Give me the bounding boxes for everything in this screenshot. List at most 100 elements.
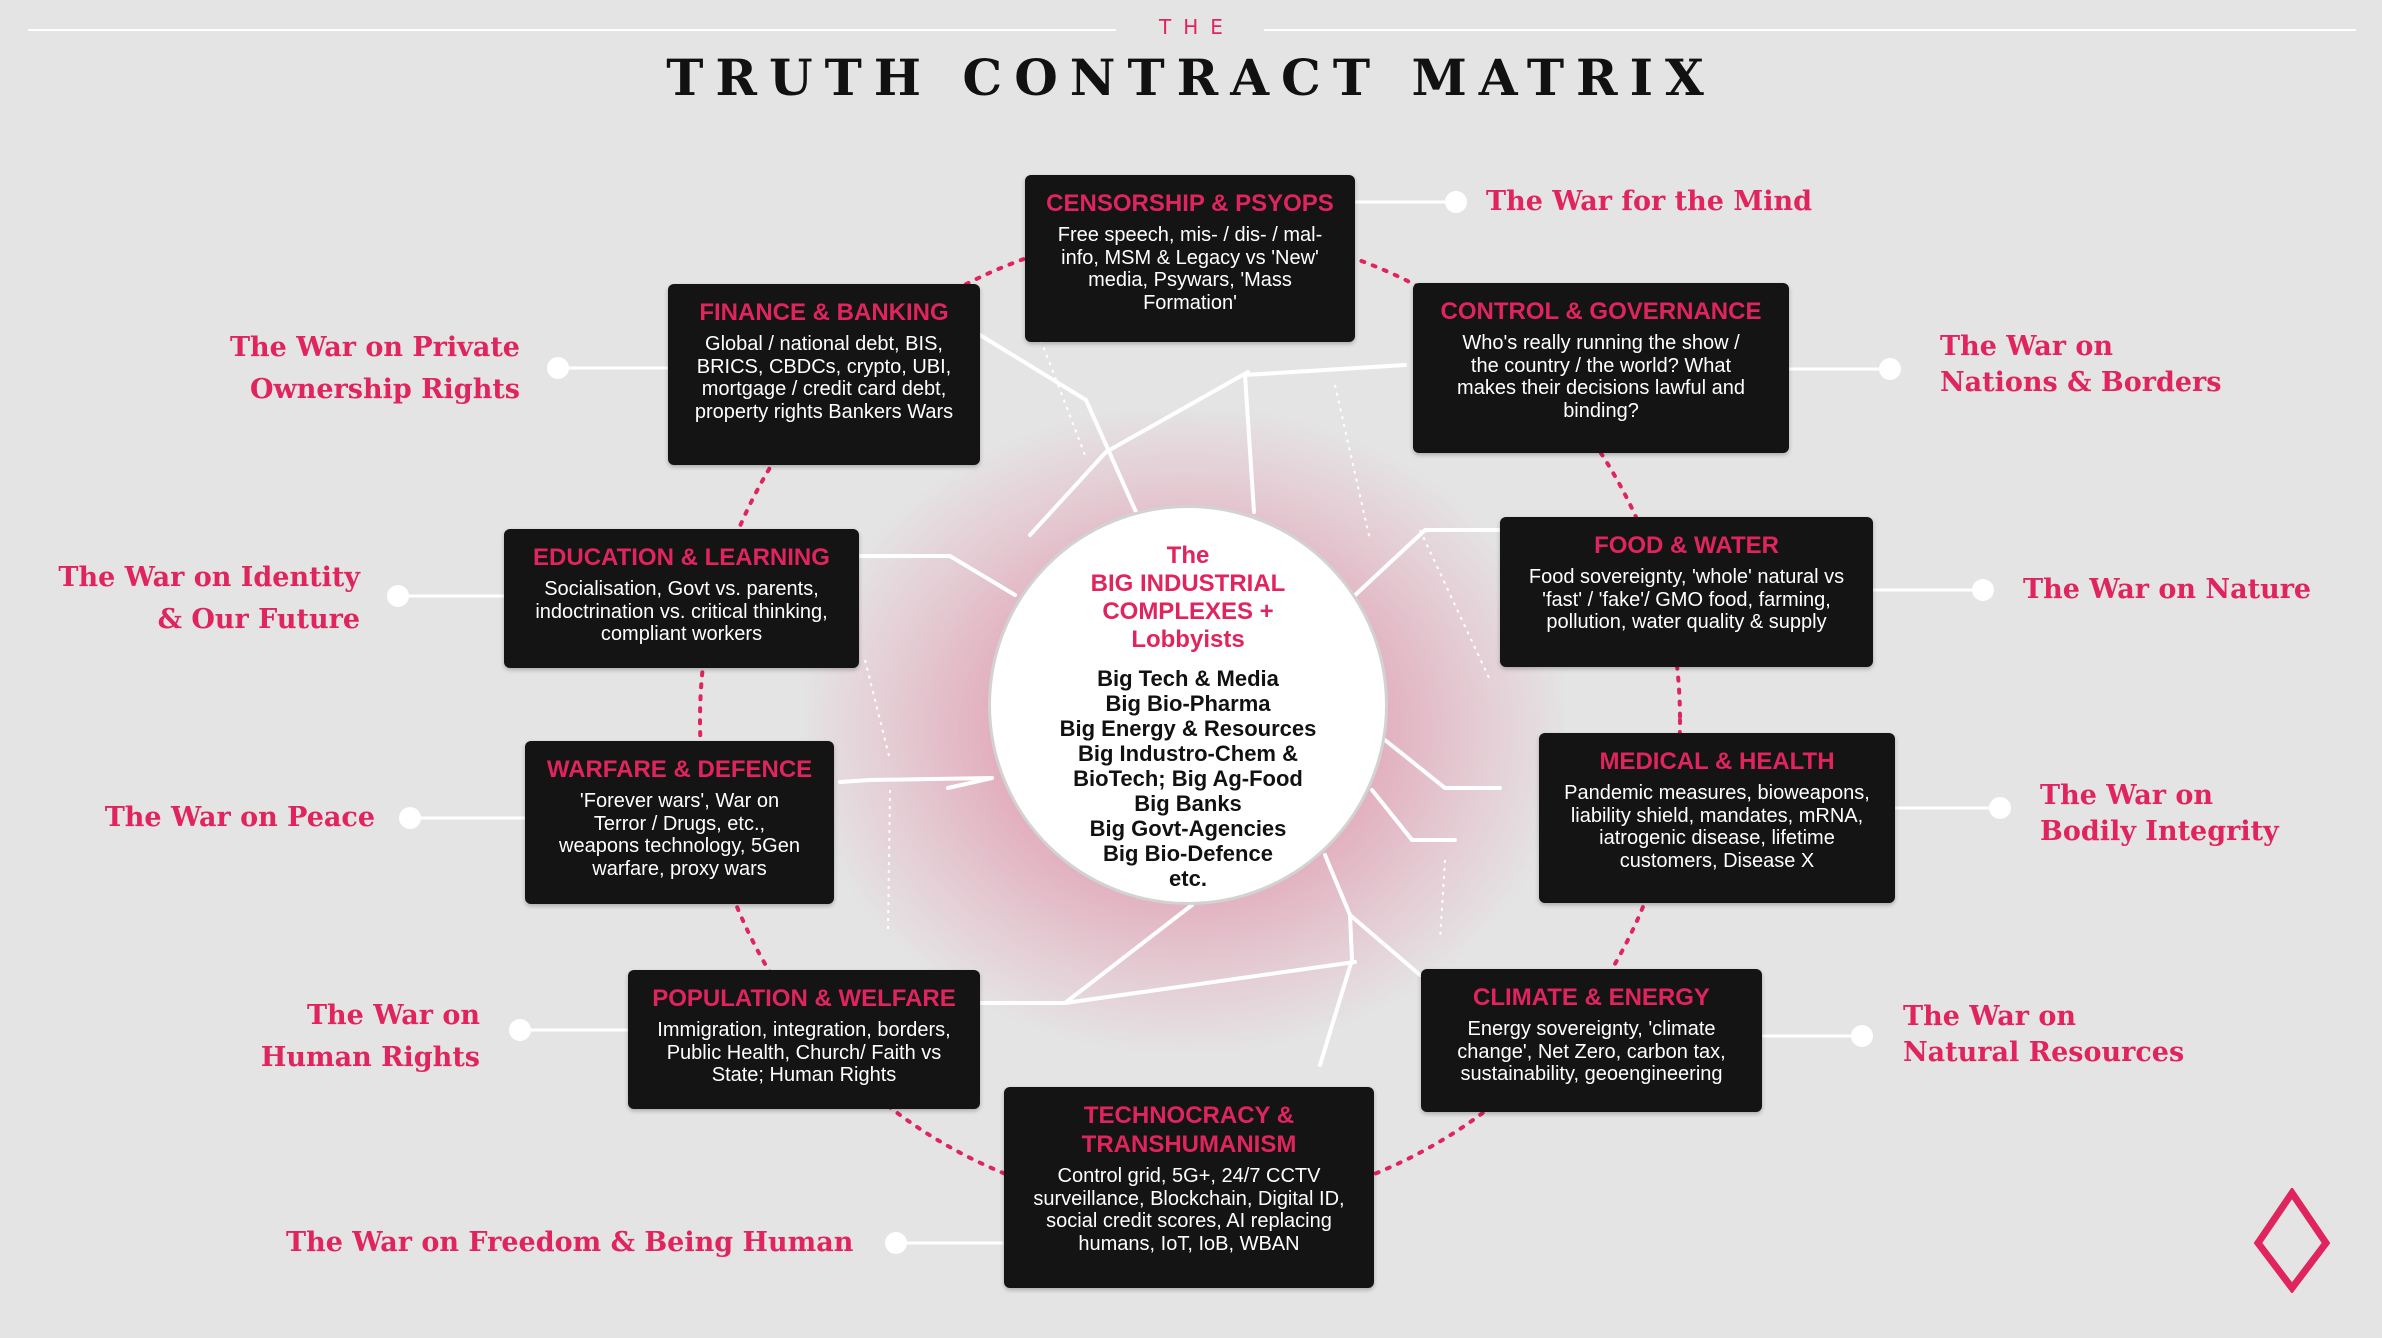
war-label-line: The War on Peace [104, 802, 375, 833]
war-label-line: The War for the Mind [1486, 186, 1812, 217]
hub-item: etc. [1169, 866, 1207, 891]
hub-item: Big Bio-Defence [1103, 841, 1273, 866]
war-label-line: The War on [306, 1000, 480, 1031]
connector-dot [1972, 579, 1994, 601]
topic-description: Control grid, 5G+, 24/7 CCTV surveillanc… [1033, 1165, 1345, 1255]
hub-item: Big Bio-Pharma [1105, 691, 1271, 716]
hub-list: Big Tech & Media Big Bio-Pharma Big Ener… [991, 666, 1385, 891]
topic-description: Socialisation, Govt vs. parents, indoctr… [535, 578, 828, 645]
war-label-nature: The War on Nature [2023, 570, 2311, 610]
web-line [978, 333, 1138, 514]
war-label-resources: The War on Natural Resources [1903, 999, 2184, 1071]
topic-description: Who's really running the show / the coun… [1457, 332, 1745, 422]
war-label-line: Ownership Rights [249, 374, 520, 405]
topic-box-climate: CLIMATE & ENERGY Energy sovereignty, 'cl… [1421, 969, 1762, 1112]
connector-dot [509, 1019, 531, 1041]
web-line [1383, 738, 1502, 790]
header-rule-right [1264, 29, 2356, 31]
topic-title: POPULATION & WELFARE [652, 985, 956, 1012]
war-label-bodily: The War on Bodily Integrity [2040, 778, 2279, 850]
war-label-freedom: The War on Freedom & Being Human [286, 1223, 854, 1263]
web-line [1370, 788, 1457, 842]
web-line [1028, 370, 1250, 537]
topic-title: EDUCATION & LEARNING [533, 544, 830, 571]
war-label-line: & Our Future [157, 604, 360, 635]
connector-dot [1851, 1025, 1873, 1047]
hub-item: Big Industro-Chem & [1078, 741, 1298, 766]
hub-item: BioTech; Big Ag-Food [1073, 766, 1303, 791]
topic-description: Pandemic measures, bioweapons, liability… [1564, 782, 1870, 872]
connector-dot [885, 1232, 907, 1254]
web-line [946, 776, 994, 790]
topic-box-warfare: WARFARE & DEFENCE 'Forever wars', War on… [525, 741, 834, 904]
topic-description: Food sovereignty, 'whole' natural vs 'fa… [1528, 566, 1845, 633]
war-label-line: Natural Resources [1903, 1037, 2185, 1068]
hub-title-line: The [1166, 542, 1210, 569]
topic-description: Energy sovereignty, 'climate change', Ne… [1457, 1018, 1726, 1085]
war-label-line: The War on Nature [2023, 574, 2312, 605]
web-line [858, 554, 1017, 597]
diamond-logo-icon [2253, 1188, 2331, 1293]
topic-description: 'Forever wars', War on Terror / Drugs, e… [559, 790, 800, 880]
war-label-line: The War on Freedom & Being Human [286, 1227, 854, 1258]
topic-description: Global / national debt, BIS, BRICS, CBDC… [694, 333, 954, 423]
war-label-identity: The War on Identity & Our Future [40, 557, 360, 641]
topic-title: FOOD & WATER [1594, 532, 1779, 559]
topic-box-population: POPULATION & WELFARE Immigration, integr… [628, 970, 980, 1109]
web-line [1318, 853, 1355, 1067]
connector-dot [399, 807, 421, 829]
topic-title: CONTROL & GOVERNANCE [1440, 298, 1762, 325]
topic-title: WARFARE & DEFENCE [546, 756, 813, 783]
topic-box-finance: FINANCE & BANKING Global / national debt… [668, 284, 980, 465]
topic-title: TECHNOCRACY & TRANSHUMANISM [1081, 1102, 1297, 1158]
hub-title-line: COMPLEXES + [1102, 598, 1274, 625]
hub-title-line: BIG INDUSTRIAL [1090, 570, 1286, 597]
war-label-nations: The War on Nations & Borders [1940, 329, 2221, 401]
connector-dot [547, 357, 569, 379]
hub-item: Big Tech & Media [1097, 666, 1279, 691]
topic-title: MEDICAL & HEALTH [1599, 748, 1835, 775]
web-line [1242, 363, 1407, 514]
topic-box-technocracy: TECHNOCRACY & TRANSHUMANISM Control grid… [1004, 1087, 1374, 1288]
web-line [838, 776, 994, 784]
hub-title-line: Lobbyists [1131, 626, 1245, 653]
header-rule-left [28, 29, 1116, 31]
topic-box-medical: MEDICAL & HEALTH Pandemic measures, biow… [1539, 733, 1895, 903]
topic-description: Free speech, mis- / dis- / mal-info, MSM… [1057, 224, 1323, 314]
web-line [1350, 528, 1502, 600]
hub-item: Big Govt-Agencies [1089, 816, 1287, 841]
hub-item: Big Banks [1134, 791, 1242, 816]
war-label-ownership: The War on Private Ownership Rights [180, 327, 520, 411]
connector-dot [1989, 797, 2011, 819]
war-label-line: Nations & Borders [1940, 367, 2222, 398]
header-kicker: THE [1159, 15, 1235, 39]
topic-title: CLIMATE & ENERGY [1473, 984, 1710, 1011]
hub-item: Big Energy & Resources [1059, 716, 1317, 741]
war-label-peace: The War on Peace [70, 798, 375, 838]
page-title: TRUTH CONTRACT MATRIX [666, 48, 1716, 107]
topic-box-food: FOOD & WATER Food sovereignty, 'whole' n… [1500, 517, 1873, 667]
topic-description: Immigration, integration, borders, Publi… [657, 1019, 951, 1086]
topic-title: CENSORSHIP & PSYOPS [1046, 190, 1334, 217]
web-line [1063, 960, 1357, 1005]
war-label-line: The War on [1940, 331, 2114, 362]
topic-box-control: CONTROL & GOVERNANCE Who's really runnin… [1413, 283, 1789, 453]
war-label-line: The War on Identity [58, 562, 360, 593]
war-label-human-rights: The War on Human Rights [180, 995, 480, 1079]
war-label-line: The War on [1903, 1001, 2077, 1032]
topic-box-censorship: CENSORSHIP & PSYOPS Free speech, mis- / … [1025, 175, 1355, 342]
hub-title: The BIG INDUSTRIAL COMPLEXES + Lobbyists [991, 542, 1385, 654]
hub-circle: The BIG INDUSTRIAL COMPLEXES + Lobbyists… [988, 505, 1388, 905]
topic-title: FINANCE & BANKING [699, 299, 949, 326]
war-label-line: Human Rights [260, 1042, 480, 1073]
web-line [1348, 913, 1422, 977]
connector-dot [1879, 358, 1901, 380]
war-label-line: The War on [2040, 780, 2214, 811]
war-label-line: Bodily Integrity [2040, 816, 2279, 847]
topic-box-education: EDUCATION & LEARNING Socialisation, Govt… [504, 529, 859, 668]
war-label-line: The War on Private [229, 332, 520, 363]
war-label-mind: The War for the Mind [1486, 182, 1812, 222]
connector-dot [1445, 191, 1467, 213]
connector-dot [387, 585, 409, 607]
